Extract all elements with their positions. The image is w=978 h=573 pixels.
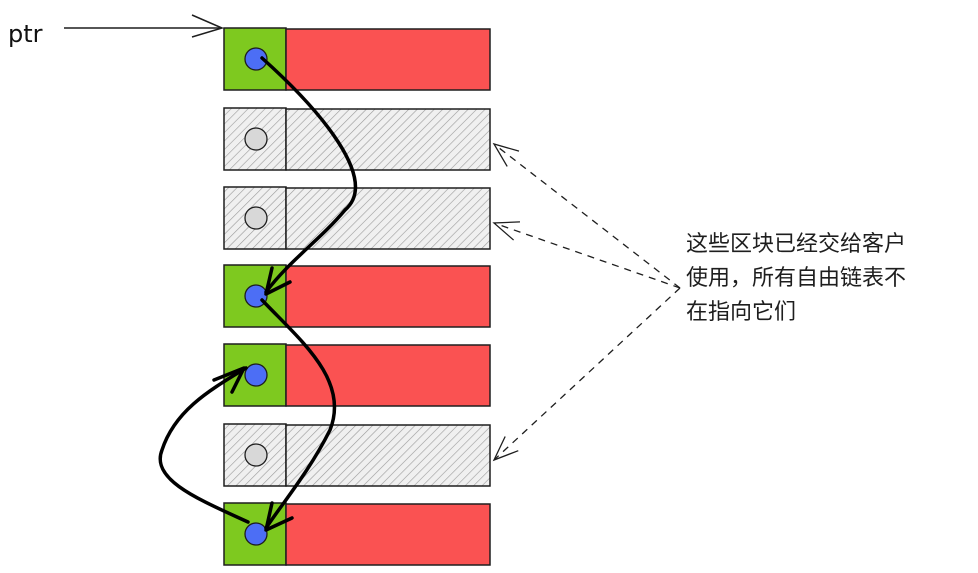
memory-block-allocated [223,423,491,487]
memory-block-free [223,343,491,407]
block-payload [285,344,491,407]
block-payload [285,108,491,171]
free-list-link-arrow [158,366,250,524]
memory-block-allocated [223,107,491,171]
next-pointer-node [244,47,268,71]
free-list-link-arrow [260,298,337,532]
annotation-text: 这些区块已经交给客户 使用，所有自由链表不 在指向它们 [686,228,976,330]
memory-block-free [223,27,491,91]
annotation-dashed-arrow [492,221,681,289]
ptr-arrow [64,14,225,38]
next-pointer-node [244,127,268,151]
annotation-dashed-arrow [492,142,681,289]
memory-block-free [223,264,491,328]
next-pointer-node [244,522,268,546]
annotation-line: 使用，所有自由链表不 [686,266,907,291]
memory-block-free [223,502,491,566]
annotation-dashed-arrow [492,287,681,462]
block-payload [285,265,491,328]
annotation-line: 在指向它们 [686,300,797,325]
next-pointer-node [244,443,268,467]
block-payload [285,424,491,487]
block-payload [285,28,491,91]
block-payload [285,187,491,250]
free-list-links [158,56,358,532]
blocks-layer [223,27,491,566]
annotation-line: 这些区块已经交给客户 [686,232,907,257]
next-pointer-node [244,363,268,387]
annotation-arrows [492,142,681,462]
block-payload [285,503,491,566]
next-pointer-node [244,206,268,230]
free-list-link-arrow [260,56,358,296]
memory-block-allocated [223,186,491,250]
ptr-label: ptr [8,20,43,48]
